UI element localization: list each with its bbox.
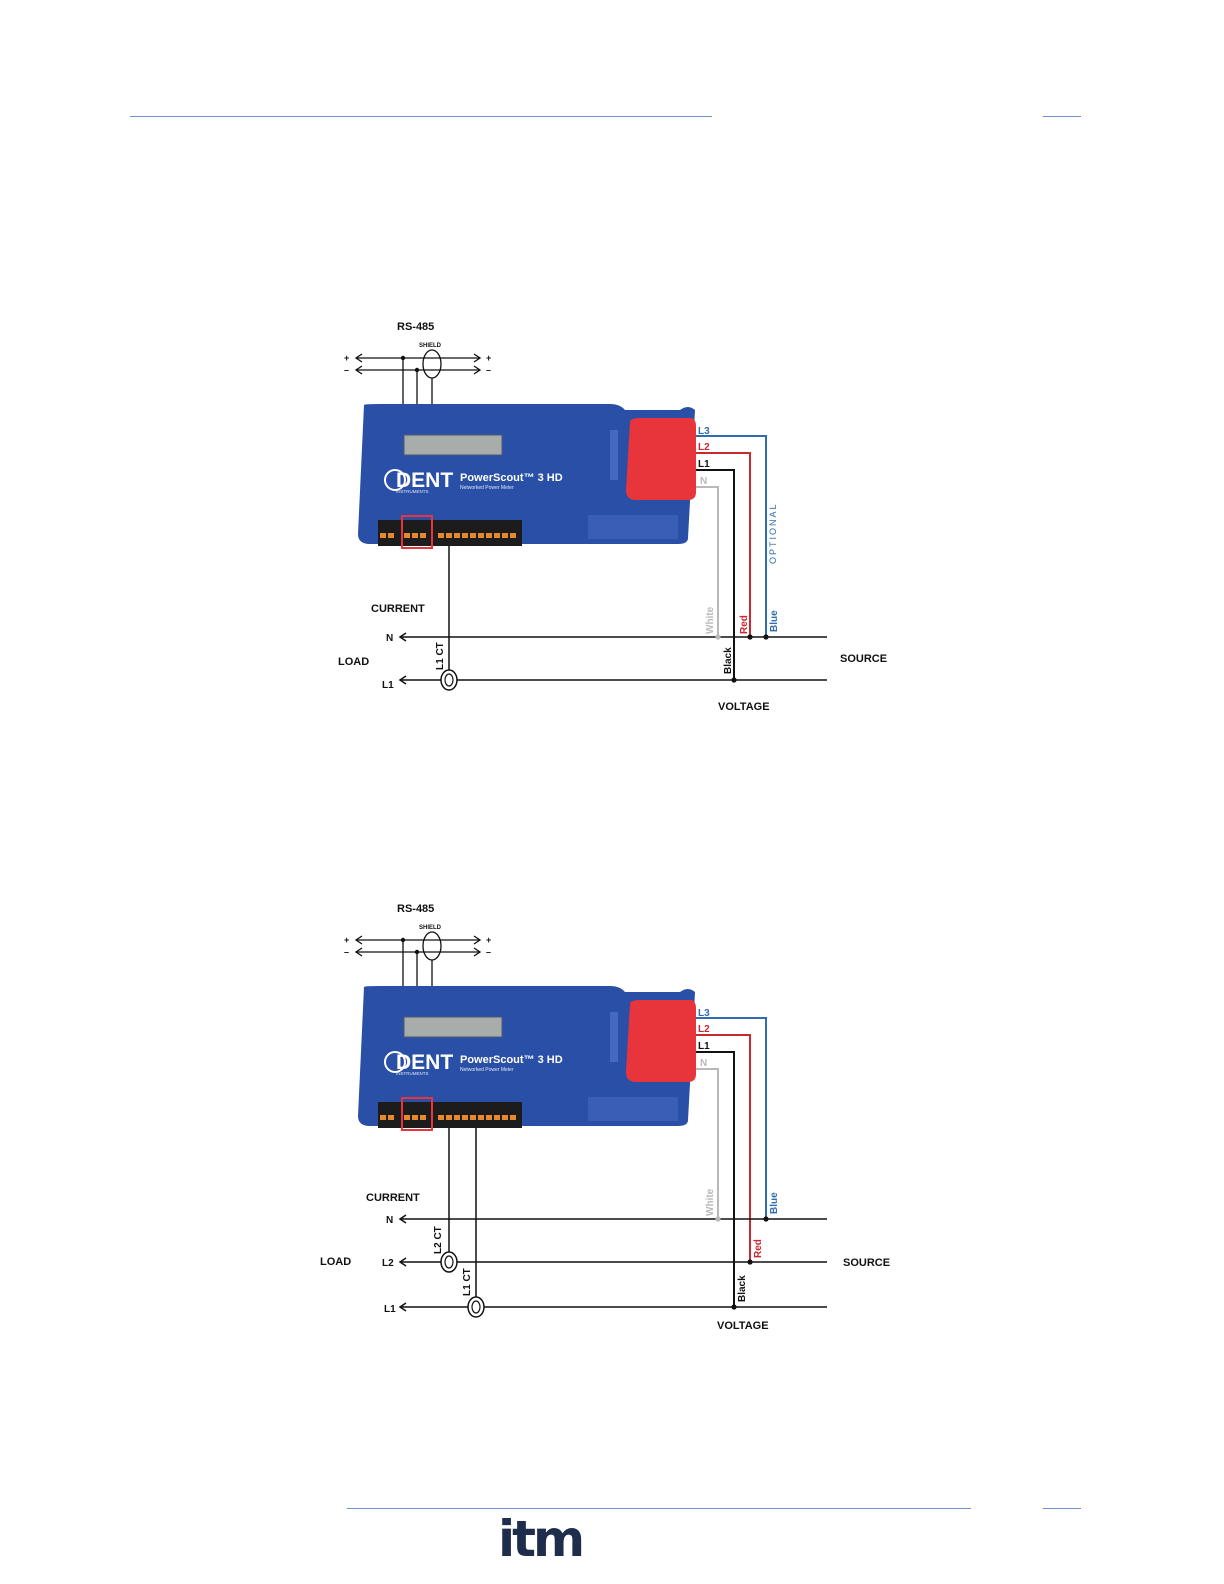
rs485-minus-left: – bbox=[344, 947, 349, 957]
l2-ct-icon bbox=[440, 1251, 458, 1273]
shield-label: SHIELD bbox=[419, 925, 442, 931]
wiring-diagram-1: RS-485 SHIELD + – + – DENT INSTRUMENTS P… bbox=[338, 321, 887, 713]
l1-ct-label: L1 CT bbox=[435, 642, 446, 670]
load-label: LOAD bbox=[338, 656, 369, 668]
l1-ct-icon bbox=[467, 1296, 485, 1318]
terminal-l1-label: L1 bbox=[698, 1041, 710, 1052]
brand-logo: DENT bbox=[396, 469, 453, 492]
rs485-plus-left: + bbox=[344, 353, 349, 363]
header-rule-left bbox=[130, 116, 712, 117]
white-wire-label: White bbox=[705, 606, 716, 634]
rs485-minus-right: – bbox=[486, 365, 491, 375]
line-l1-label: L1 bbox=[384, 1304, 396, 1315]
header-rule-right bbox=[1043, 116, 1081, 117]
product-name: PowerScout™ 3 HD bbox=[460, 1054, 563, 1066]
shield-label: SHIELD bbox=[419, 343, 442, 349]
terminal-l2-label: L2 bbox=[698, 442, 710, 453]
current-label: CURRENT bbox=[371, 603, 425, 615]
footer-rule-right bbox=[1043, 1508, 1081, 1509]
terminal-n-label: N bbox=[700, 476, 707, 487]
load-label: LOAD bbox=[320, 1256, 351, 1268]
line-n-label: N bbox=[386, 1215, 393, 1226]
black-wire-label: Black bbox=[737, 1275, 748, 1302]
line-l1-label: L1 bbox=[382, 680, 394, 691]
wiring-diagram-2: RS-485 SHIELD + – + – DENT INSTRUMENTS P… bbox=[320, 903, 890, 1332]
terminal-l2-label: L2 bbox=[698, 1024, 710, 1035]
l2-ct-label: L2 CT bbox=[433, 1226, 444, 1254]
rs485-label: RS-485 bbox=[397, 321, 434, 333]
product-name: PowerScout™ 3 HD bbox=[460, 472, 563, 484]
black-wire-label: Black bbox=[723, 647, 734, 674]
rs485-minus-left: – bbox=[344, 365, 349, 375]
voltage-label: VOLTAGE bbox=[717, 1320, 769, 1332]
voltage-label: VOLTAGE bbox=[718, 701, 770, 713]
terminal-l1-label: L1 bbox=[698, 459, 710, 470]
brand-logo: DENT bbox=[396, 1051, 453, 1074]
itm-logo: itm bbox=[498, 1510, 585, 1568]
source-label: SOURCE bbox=[843, 1257, 890, 1269]
line-n-label: N bbox=[386, 633, 393, 644]
rs485-plus-right: + bbox=[486, 935, 491, 945]
line-l2-label: L2 bbox=[382, 1258, 394, 1269]
rs485-plus-left: + bbox=[344, 935, 349, 945]
terminal-l3-label: L3 bbox=[698, 1008, 710, 1019]
blue-wire-label: Blue bbox=[769, 610, 780, 632]
footer-rule-left bbox=[347, 1508, 971, 1509]
red-wire-label: Red bbox=[753, 1239, 764, 1258]
product-sub: Networked Power Meter bbox=[460, 1067, 514, 1073]
l1-ct-label: L1 CT bbox=[462, 1268, 473, 1296]
product-sub: Networked Power Meter bbox=[460, 485, 514, 491]
terminal-n-label: N bbox=[700, 1058, 707, 1069]
white-wire-label: White bbox=[705, 1188, 716, 1216]
rs485-minus-right: – bbox=[486, 947, 491, 957]
powerscout-meter: DENT INSTRUMENTS PowerScout™ 3 HD Networ… bbox=[358, 404, 696, 549]
terminal-l3-label: L3 bbox=[698, 426, 710, 437]
current-label: CURRENT bbox=[366, 1192, 420, 1204]
l1-ct-icon bbox=[440, 669, 458, 691]
blue-wire-label: Blue bbox=[769, 1192, 780, 1214]
brand-sub: INSTRUMENTS bbox=[396, 1071, 429, 1076]
rs485-label: RS-485 bbox=[397, 903, 434, 915]
rs485-plus-right: + bbox=[486, 353, 491, 363]
powerscout-meter: DENT INSTRUMENTS PowerScout™ 3 HD Networ… bbox=[358, 986, 696, 1131]
red-wire-label: Red bbox=[739, 615, 750, 634]
optional-label: OPTIONAL bbox=[768, 502, 778, 564]
brand-sub: INSTRUMENTS bbox=[396, 489, 429, 494]
source-label: SOURCE bbox=[840, 653, 887, 665]
